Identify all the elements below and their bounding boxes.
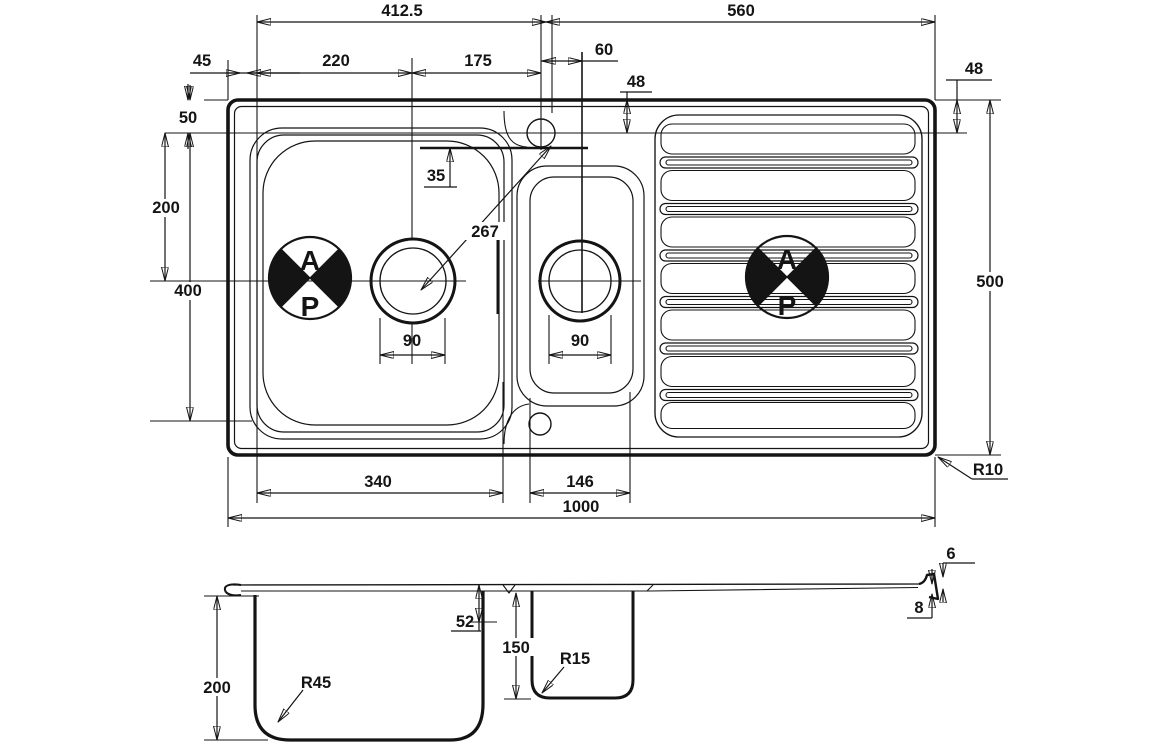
dim-label-bowl-width: 340 — [364, 473, 392, 491]
back-edge-profile — [918, 572, 940, 601]
dim-label-half-bowl-radius: R15 — [560, 650, 590, 668]
dim-label-bowl-length: 400 — [174, 282, 202, 300]
dim-label-corner-radius: R10 — [973, 461, 1003, 479]
ap-symbol-right: A P — [744, 234, 830, 321]
drainer-grooves — [659, 156, 919, 402]
dimension-lines-plan — [165, 22, 1008, 518]
ap-letter-a: A — [300, 245, 320, 276]
overflow-hole — [528, 412, 552, 436]
dim-label-half-bowl-width: 146 — [566, 473, 594, 491]
section-profile — [223, 572, 940, 742]
plan-view: A P A P 412.5 560 45 220 175 60 48 48 50… — [148, 2, 1013, 527]
ap-letter-a: A — [777, 244, 797, 275]
dim-label-edge-upstand: 6 — [946, 545, 955, 563]
dimension-labels-section: 200 R45 52 150 R15 6 8 — [198, 545, 956, 697]
dim-label-half-bowl-depth: 150 — [502, 639, 530, 657]
dim-label-overall-depth: 500 — [976, 273, 1004, 291]
half-bowl — [516, 165, 645, 407]
dim-label-waste-to-tap: 175 — [464, 52, 492, 70]
section-view: 200 R45 52 150 R15 6 8 — [198, 545, 975, 742]
dim-label-left-span: 412.5 — [381, 2, 422, 20]
dim-label-overall-length: 1000 — [563, 498, 600, 516]
construction-lines — [150, 15, 1001, 527]
dimension-labels-plan: 412.5 560 45 220 175 60 48 48 50 35 267 … — [148, 2, 1013, 516]
dim-label-waste-half: 90 — [571, 332, 589, 350]
dim-label-diagonal: 267 — [471, 223, 499, 241]
dim-label-waste-main: 90 — [403, 332, 421, 350]
dim-label-tap-offset: 50 — [179, 109, 197, 127]
ap-letter-p: P — [301, 291, 320, 322]
front-lip — [223, 583, 242, 597]
dim-label-edge-margin: 45 — [193, 52, 211, 70]
dim-label-half-depth-pos: 200 — [152, 199, 180, 217]
half-bowl-profile — [530, 591, 635, 700]
drainer — [654, 114, 923, 438]
dim-label-rim-mid: 48 — [627, 73, 645, 91]
dim-label-edge-thickness: 8 — [914, 599, 923, 617]
dim-label-bowl-to-waste: 220 — [322, 52, 350, 70]
dim-label-ledge: 35 — [427, 167, 445, 185]
main-bowl-profile — [253, 591, 485, 742]
dim-label-bowl-depth: 200 — [203, 679, 231, 697]
dim-label-rim-right: 48 — [965, 60, 983, 78]
dimension-lines-section — [204, 562, 975, 741]
dim-label-ledge-drop: 52 — [456, 613, 474, 631]
dim-label-tap-to-half-waste: 60 — [595, 41, 613, 59]
dim-label-bowl-radius: R45 — [301, 674, 331, 692]
ap-symbol-left: A P — [267, 235, 353, 322]
ap-letter-p: P — [778, 290, 797, 321]
dim-label-right-span: 560 — [727, 2, 755, 20]
